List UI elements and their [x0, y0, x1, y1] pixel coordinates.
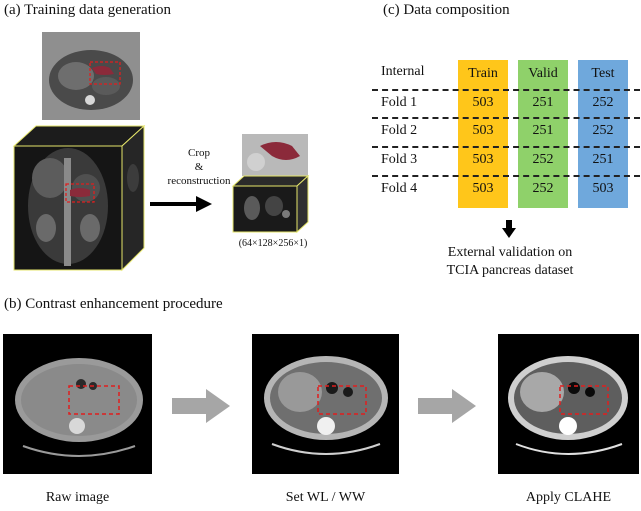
- panel-a-title: (a) Training data generation: [4, 2, 172, 18]
- clahe-caption: Apply CLAHE: [525, 490, 612, 505]
- down-arrow-icon: [502, 220, 516, 238]
- roi-box-coronal: [65, 183, 95, 203]
- train-count: 503: [472, 152, 494, 167]
- crop-label-line-1: Crop: [188, 147, 210, 159]
- valid-count: 252: [532, 181, 554, 196]
- valid-count: 251: [532, 123, 554, 138]
- crop-dimensions: (64×128×256×1): [238, 238, 308, 249]
- train-column: [458, 60, 508, 208]
- external-validation-text: External validation on TCIA pancreas dat…: [400, 244, 620, 280]
- wlww-ct-image: [252, 334, 399, 474]
- crop-arrow-icon: [150, 196, 212, 212]
- test-column: [578, 60, 628, 208]
- roi-box-axial: [89, 61, 121, 85]
- fold-row-label: Fold 2: [381, 123, 418, 138]
- clahe-ct-image: [498, 334, 639, 474]
- row-divider: [372, 117, 640, 119]
- test-count: 252: [592, 95, 614, 110]
- crop-label-line-3: reconstruction: [167, 175, 231, 187]
- ct-volume-illustration: [12, 32, 146, 272]
- test-count: 251: [592, 152, 614, 167]
- raw-ct-image: [3, 334, 152, 474]
- wlww-caption: Set WL / WW: [285, 490, 366, 505]
- fold-row-label: Fold 1: [381, 95, 418, 110]
- valid-column: [518, 60, 568, 208]
- external-line-1: External validation on: [447, 245, 573, 260]
- test-count: 252: [592, 123, 614, 138]
- crop-label-line-2: &: [194, 161, 204, 173]
- cropped-volume-illustration: [231, 134, 310, 234]
- pancreas-overlay-axial: [92, 66, 114, 75]
- valid-count: 251: [532, 95, 554, 110]
- gray-arrow-icon: [418, 389, 476, 423]
- train-count: 503: [472, 95, 494, 110]
- test-count: 503: [592, 181, 614, 196]
- raw-image-caption: Raw image: [45, 490, 110, 505]
- crop-label: Crop & reconstruction: [154, 146, 244, 188]
- panel-c-title: (c) Data composition: [383, 2, 510, 18]
- row-divider: [372, 146, 640, 148]
- train-header: Train: [468, 66, 498, 81]
- internal-header: Internal: [381, 64, 425, 79]
- panel-b-title: (b) Contrast enhancement procedure: [4, 296, 223, 312]
- train-count: 503: [472, 181, 494, 196]
- valid-count: 252: [532, 152, 554, 167]
- pancreas-overlay-crop: [260, 142, 300, 160]
- fold-row-label: Fold 3: [381, 152, 418, 167]
- external-line-2: TCIA pancreas dataset: [446, 263, 574, 278]
- valid-header: Valid: [528, 66, 558, 81]
- fold-row-label: Fold 4: [381, 181, 418, 196]
- test-header: Test: [591, 66, 615, 81]
- gray-arrow-icon: [172, 389, 230, 423]
- train-count: 503: [472, 123, 494, 138]
- pancreas-overlay-coronal: [70, 188, 90, 197]
- row-divider: [372, 175, 640, 177]
- row-divider: [372, 89, 640, 91]
